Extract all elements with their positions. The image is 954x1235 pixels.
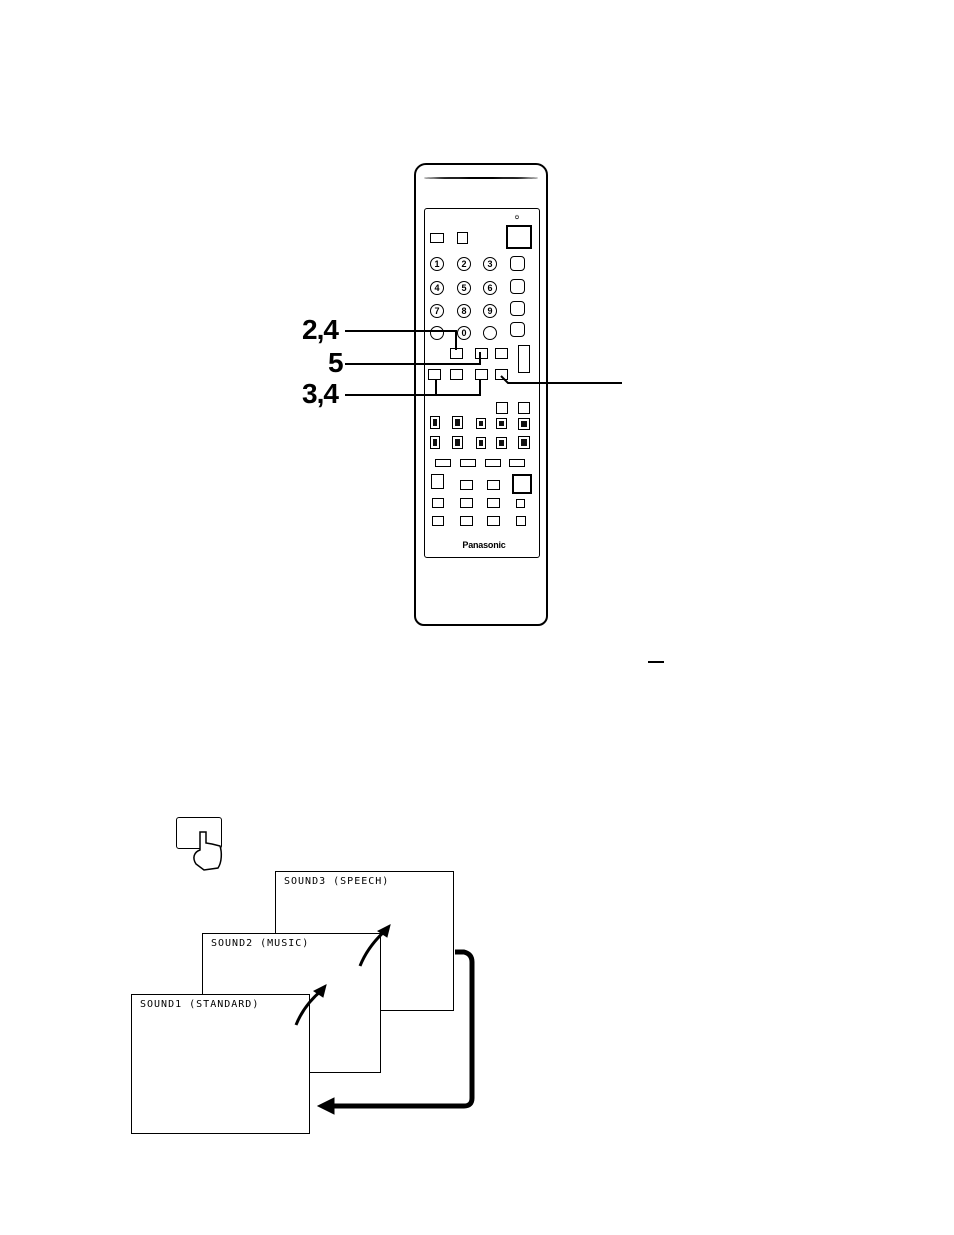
return-arrow-head <box>318 1098 334 1114</box>
return-arrow-path <box>330 952 472 1106</box>
arrow-to-sound2 <box>296 990 322 1025</box>
arrow-to-sound3 <box>360 930 386 966</box>
